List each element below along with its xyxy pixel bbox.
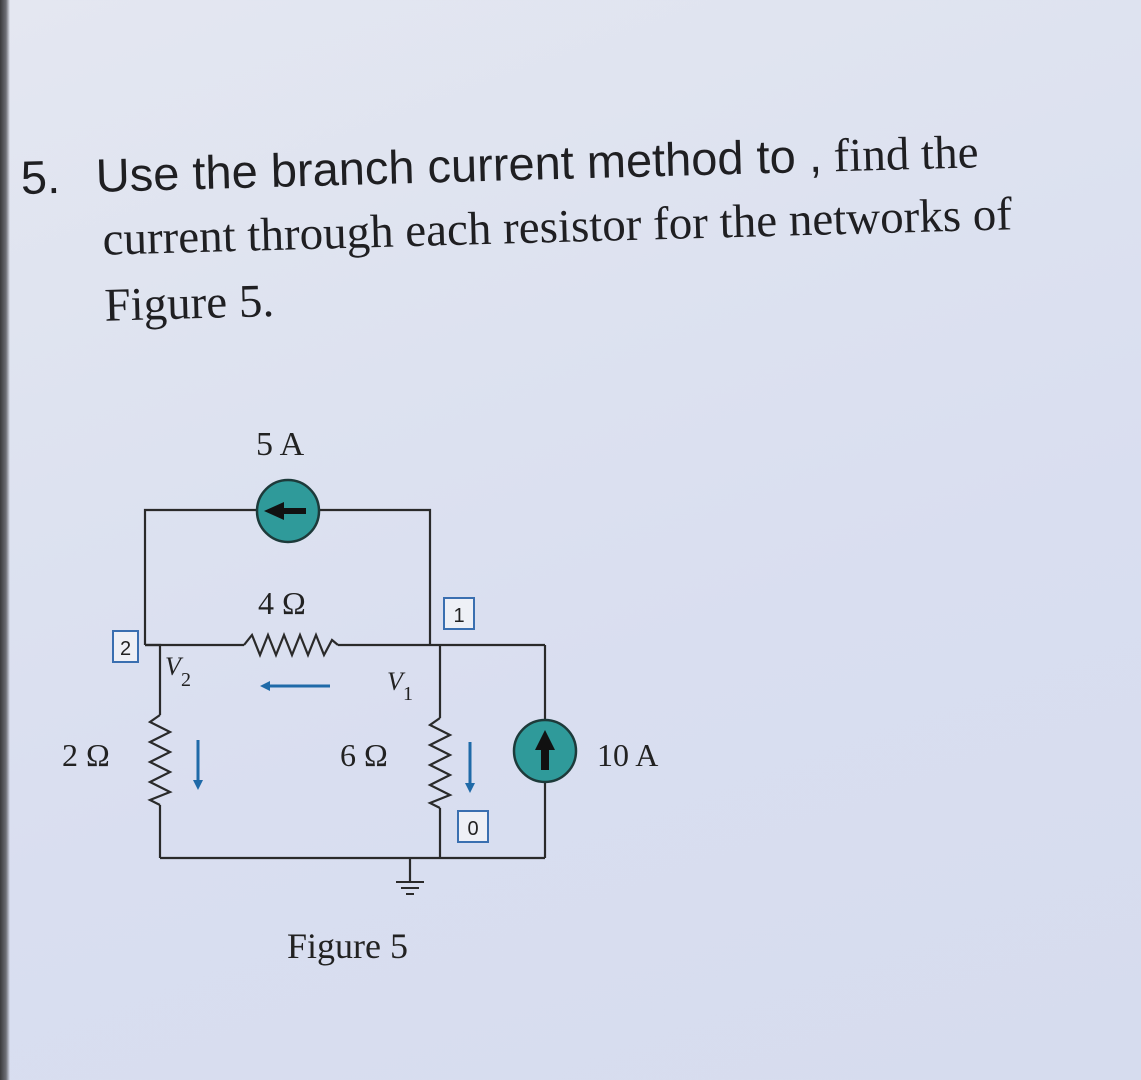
current-source-5a [255,478,321,544]
resistor-4ohm [243,632,339,658]
label-4ohm: 4 Ω [258,585,306,621]
ground-symbol [396,881,424,895]
circuit-wires [143,508,547,882]
label-10a: 10 A [597,737,658,773]
resistor-6ohm [427,717,453,809]
label-v2-sub: 2 [181,669,191,691]
current-source-10a-arrow-icon [535,730,555,770]
node-box-2-label: 2 [120,638,131,660]
label-5a: 5 A [256,426,305,463]
wire-left-vertical [145,643,162,858]
current-source-5a-arrow-icon [264,502,306,520]
node-box-0: 0 [457,810,489,843]
label-v1-sub: 1 [403,683,413,705]
figure-caption: Figure 5 [287,926,408,966]
label-6ohm: 6 Ω [340,737,388,773]
current-arrows [193,681,475,793]
label-v1-main: V [387,667,406,696]
current-source-10a [512,718,578,784]
node-box-1-label: 1 [453,605,464,627]
label-v2: V 2 [165,652,191,691]
node-box-0-label: 0 [467,818,478,840]
node-box-2: 2 [112,630,139,663]
label-2ohm: 2 Ω [62,737,110,773]
resistor-2ohm [147,714,173,806]
label-v1: V 1 [387,667,413,705]
label-v2-main: V [165,652,184,681]
wire-top-loop [143,508,432,645]
device-bezel [0,0,10,1080]
node-box-1: 1 [443,597,475,630]
